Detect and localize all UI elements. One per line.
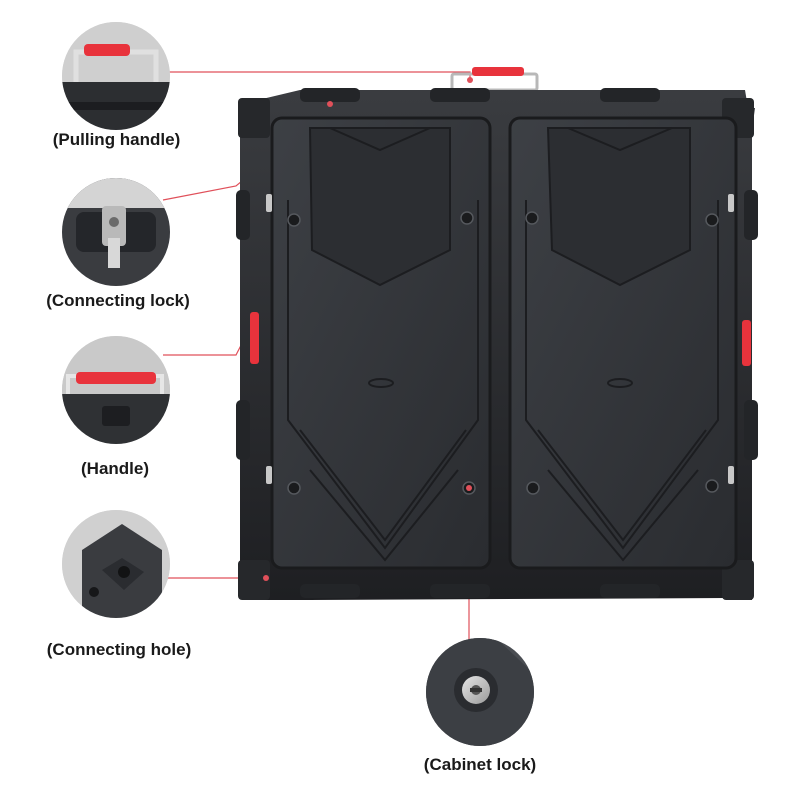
top-pulling-handle xyxy=(450,67,539,92)
cabinet-lock-point xyxy=(466,485,472,491)
connecting-hole-label: (Connecting hole) xyxy=(46,640,192,659)
left-panel-relief xyxy=(287,127,479,562)
right-side-handle xyxy=(742,320,751,366)
leader-handle xyxy=(163,321,254,356)
connecting-hole-icon xyxy=(62,510,170,618)
handle-icon xyxy=(62,336,170,444)
pulling-handle-label: (Pulling handle) xyxy=(52,130,181,149)
handle-label: (Handle) xyxy=(81,459,149,478)
handle-thumb xyxy=(62,336,170,444)
right-panel-relief xyxy=(525,127,719,562)
connecting-hole-thumb xyxy=(62,510,170,618)
cabinet-lock-icon xyxy=(426,638,534,746)
connecting-lock-label: (Connecting lock) xyxy=(46,291,190,310)
cabinet-lock-label: (Cabinet lock) xyxy=(423,755,537,774)
leader-pulling-handle xyxy=(165,71,471,80)
cabinet-lock-thumb xyxy=(426,638,534,746)
connecting-lock-icon xyxy=(62,178,170,286)
connecting-lock-thumb xyxy=(62,178,170,286)
left-side-handle xyxy=(250,312,259,364)
pulling-handle-thumb xyxy=(62,22,170,130)
pulling-handle-icon xyxy=(62,22,170,130)
